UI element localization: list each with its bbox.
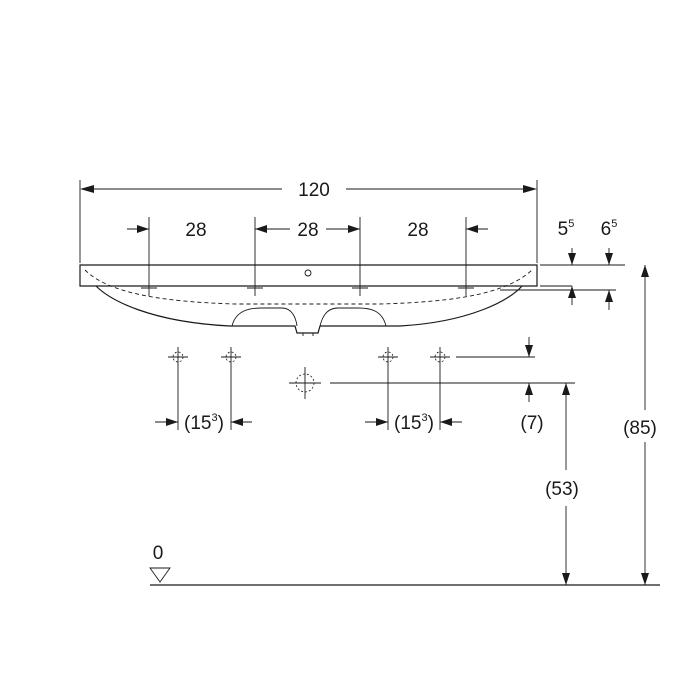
fixing-point-4 bbox=[430, 347, 450, 367]
dimension-rim-depth: 55 65 bbox=[500, 218, 625, 310]
fixing-points bbox=[168, 347, 575, 399]
floor-level-label: 0 bbox=[153, 543, 164, 564]
rim-height-label: (85) bbox=[623, 418, 657, 439]
dimension-rim-height: (85) bbox=[623, 265, 657, 585]
dimension-overall-width: 120 bbox=[79, 180, 538, 263]
spacing-mid-label: 28 bbox=[297, 220, 318, 241]
fixing-point-2 bbox=[221, 347, 241, 367]
dimension-drain-height: (53) bbox=[545, 383, 579, 585]
fixing-right-label: (153) bbox=[394, 412, 434, 434]
dimension-tap-spacing: 28 28 28 bbox=[127, 217, 488, 280]
tap-hole-markers bbox=[141, 280, 474, 296]
floor-level: 0 bbox=[149, 543, 660, 586]
dimension-fixing-spacing: (153) (153) bbox=[155, 367, 462, 434]
fixing-point-1 bbox=[168, 347, 188, 367]
drain-height-label: (53) bbox=[545, 479, 579, 500]
drain-offset-label: (7) bbox=[520, 413, 543, 434]
spacing-right-label: 28 bbox=[407, 220, 428, 241]
basin-outline bbox=[79, 264, 538, 336]
spacing-left-label: 28 bbox=[185, 220, 206, 241]
bowl-depth-label: 65 bbox=[601, 218, 618, 240]
dimension-drain-offset: (7) bbox=[520, 337, 544, 434]
rim-thickness-label: 55 bbox=[558, 218, 575, 240]
level-triangle-icon bbox=[149, 567, 171, 583]
drain-point bbox=[289, 367, 321, 399]
overall-width-label: 120 bbox=[298, 180, 330, 201]
fixing-point-3 bbox=[378, 347, 398, 367]
fixing-left-label: (153) bbox=[184, 412, 224, 434]
